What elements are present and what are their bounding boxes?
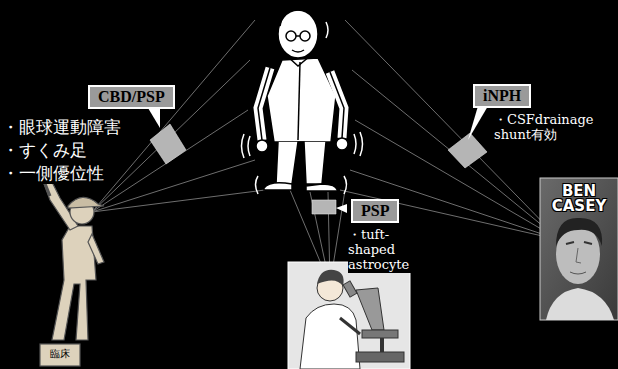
callout-box: PSP [351,199,399,223]
clinician-figure [27,166,104,366]
old-man-figure [256,2,348,191]
callout-box: iNPH [473,84,531,108]
finding-note: ・すくみ足 [2,141,87,161]
finding-note: ・一側優位性 [2,164,104,184]
photo-title: BEN CASEY [546,184,612,214]
portrait-photo [540,178,618,320]
callout-heading: PSP [361,202,389,220]
pedestal-label: 臨床 [42,348,78,360]
callout-heading: CBD/PSP [98,88,165,106]
callout-box: CBD/PSP [88,85,175,109]
finding-note: ・眼球運動障害 [2,118,121,138]
finding-note: ・CSFdrainage shunt有効 [494,113,612,143]
tremor-marks [242,22,363,194]
callout-heading: iNPH [483,87,521,105]
beam-lines [92,20,560,285]
finding-note: ・tuft-shaped astrocyte [348,228,420,273]
pathologist-picture [288,262,410,369]
